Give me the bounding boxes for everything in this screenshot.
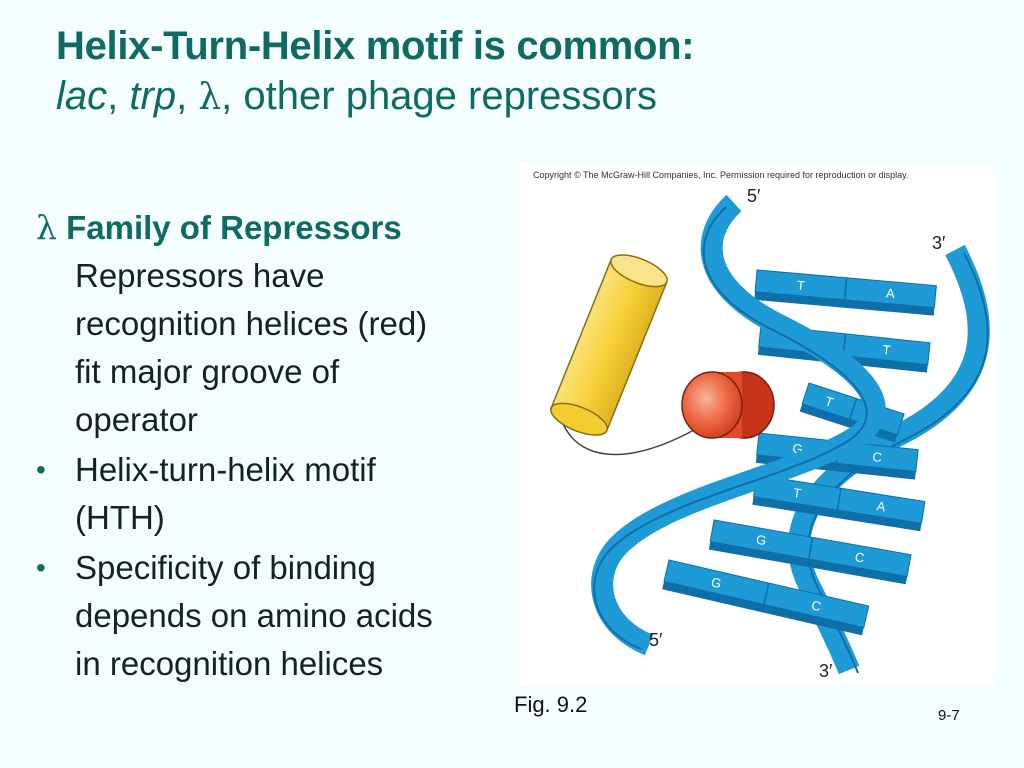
title-line-2: lac, trp, λ, other phage repressors <box>56 74 657 118</box>
label-top-right: 3′ <box>932 233 946 253</box>
base-label-left: G <box>755 532 768 549</box>
label-bottom-left: 5′ <box>649 630 663 650</box>
copyright-notice: Copyright © The McGraw-Hill Companies, I… <box>533 170 909 180</box>
figure-caption: Fig. 9.2 <box>514 692 588 717</box>
bullet-line: Specificity of binding <box>75 549 376 586</box>
sub-line: Repressors have <box>75 257 325 294</box>
page-number: 9-7 <box>938 707 960 724</box>
base-label-left: T <box>796 278 805 294</box>
bullet-item: • Specificity of binding depends on amin… <box>36 544 516 688</box>
title-lambda: λ <box>198 77 222 118</box>
title-lac: lac <box>56 74 108 118</box>
bullet-item: • Helix-turn-helix motif (HTH) <box>36 446 516 542</box>
base-pair: TA <box>752 474 926 532</box>
base-label-right: C <box>810 597 823 614</box>
red-recognition-helix <box>681 371 775 439</box>
sub-paragraph: Repressors have recognition helices (red… <box>36 252 516 444</box>
base-label-right: T <box>882 342 892 358</box>
title-rest: other phage repressors <box>243 74 657 118</box>
base-pair: GC <box>708 519 912 585</box>
label-top-left: 5′ <box>747 186 761 206</box>
sub-line: operator <box>75 401 198 438</box>
label-bottom-right: 3′ <box>819 661 833 681</box>
base-label-left: T <box>792 485 802 501</box>
bullet-line: (HTH) <box>75 499 165 536</box>
dna-front-strand <box>591 194 886 656</box>
base-label-left: G <box>792 441 804 457</box>
heading-text: Family of Repressors <box>66 209 402 246</box>
bullet-line: in recognition helices <box>75 645 384 682</box>
base-label-right: C <box>854 549 866 565</box>
bullet-dot: • <box>36 454 46 485</box>
sub-line: fit major groove of <box>75 353 340 390</box>
base-label-right: A <box>876 498 887 514</box>
dna-repressor-figure: Copyright © The McGraw-Hill Companies, I… <box>519 165 995 685</box>
slide-body: λ Family of Repressors Repressors have r… <box>36 204 516 688</box>
title-line-1: Helix-Turn-Helix motif is common: <box>56 24 695 68</box>
base-label-right: A <box>886 285 896 301</box>
yellow-helix <box>550 254 668 436</box>
section-heading: λ Family of Repressors <box>36 204 516 252</box>
base-label-left: G <box>710 574 723 591</box>
base-label-right: C <box>872 449 883 465</box>
turn-loop <box>558 412 695 456</box>
lambda-symbol: λ <box>36 208 57 247</box>
bullet-line: Helix-turn-helix motif <box>75 451 376 488</box>
base-pair: GC <box>662 559 870 636</box>
sub-line: recognition helices (red) <box>75 305 428 342</box>
slide-title: Helix-Turn-Helix motif is common: lac, t… <box>56 22 695 122</box>
title-trp: trp <box>129 74 177 118</box>
bullet-line: depends on amino acids <box>75 597 433 634</box>
bullet-dot: • <box>36 552 46 583</box>
